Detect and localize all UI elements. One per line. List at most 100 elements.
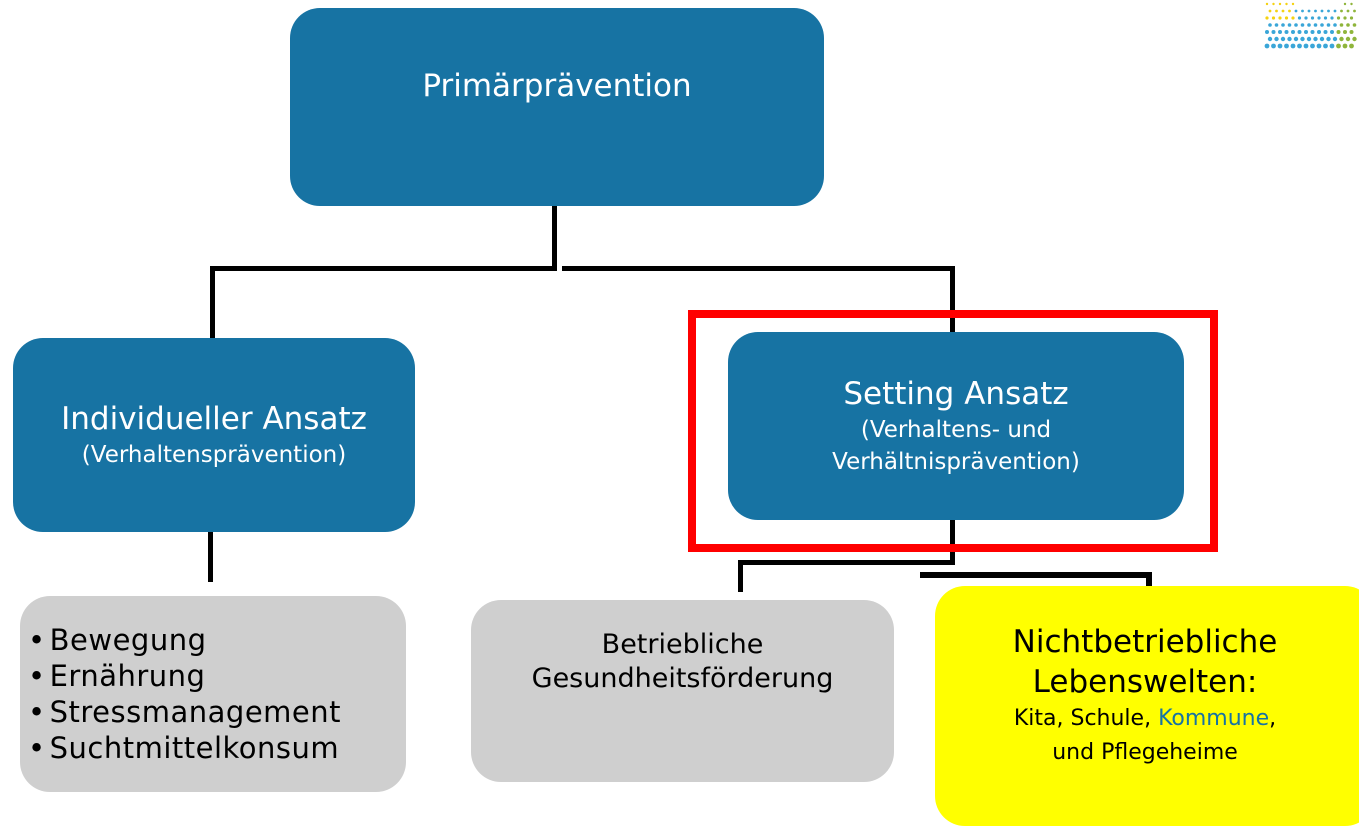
logo-dot xyxy=(1306,36,1312,42)
logo-dot xyxy=(1297,43,1302,49)
logo-dot xyxy=(1310,30,1315,34)
logo-dot xyxy=(1319,36,1325,42)
logo-dot xyxy=(1350,2,1353,6)
logo-dot xyxy=(1288,9,1291,13)
logo-dot xyxy=(1290,43,1296,49)
logo-dot xyxy=(1326,23,1331,27)
logo-dot xyxy=(1271,43,1276,49)
setting-approach-title: Setting Ansatz xyxy=(843,376,1069,412)
logo-dot xyxy=(1291,30,1295,34)
logo-dot xyxy=(1291,2,1295,6)
logo-dot xyxy=(1339,23,1344,27)
logo-dot xyxy=(1320,9,1324,13)
logo-dot xyxy=(1303,43,1309,49)
logo-dot xyxy=(1313,36,1318,42)
logo-dot xyxy=(1333,9,1337,13)
individual-measures-list: Bewegung Ernährung Stressmanagement Such… xyxy=(28,622,341,766)
logo-dot xyxy=(1323,16,1328,20)
logo-dot xyxy=(1346,23,1350,27)
logo-dot xyxy=(1304,16,1308,20)
logo-dot xyxy=(1278,2,1282,6)
individual-approach-title: Individueller Ansatz xyxy=(61,401,367,437)
logo-dot xyxy=(1343,2,1347,6)
logo-dot xyxy=(1301,9,1304,13)
logo-dot xyxy=(1330,30,1334,34)
logo-dot xyxy=(1284,16,1289,20)
logo-dot xyxy=(1345,36,1351,42)
logo-dot xyxy=(1268,23,1272,27)
logo-dot xyxy=(1274,23,1279,27)
logo-dot xyxy=(1349,16,1354,20)
logo-dot xyxy=(1342,43,1348,49)
non-workplace-settings-box: Nichtbetriebliche Lebenswelten: Kita, Sc… xyxy=(935,586,1359,826)
logo-dot xyxy=(1317,30,1321,34)
logo-dot xyxy=(1343,16,1347,20)
logo-dot xyxy=(1349,43,1354,49)
logo-dot xyxy=(1268,9,1272,13)
logo-dot xyxy=(1297,16,1302,20)
setting-approach-subtitle-line1: (Verhaltens- und xyxy=(860,417,1052,443)
logo-dot xyxy=(1317,16,1321,20)
logo-dot xyxy=(1349,30,1354,34)
connector-individual-down xyxy=(208,530,213,582)
logo-dot xyxy=(1281,9,1285,13)
logo-dot xyxy=(1330,16,1334,20)
highlight-frame xyxy=(688,310,1218,552)
connector-right-down xyxy=(950,266,955,334)
workplace-health-box: Betriebliche Gesundheitsförderung xyxy=(471,600,894,782)
logo-dot xyxy=(1304,30,1308,34)
individual-measures-box: Bewegung Ernährung Stressmanagement Such… xyxy=(20,596,406,792)
non-workplace-title-line2: Lebenswelten: xyxy=(1032,664,1258,700)
non-workplace-title-line1: Nichtbetriebliche xyxy=(1012,624,1278,660)
logo-dot xyxy=(1333,23,1337,27)
primary-prevention-title: Primärprävention xyxy=(422,68,692,104)
setting-approach-subtitle-line2: Verhältnisprävention) xyxy=(832,449,1080,475)
connector-horizontal-top-left xyxy=(210,266,557,271)
logo-dot xyxy=(1284,43,1289,49)
logo-dot xyxy=(1313,23,1318,27)
logo-dot xyxy=(1310,43,1315,49)
logo-dot xyxy=(1320,23,1324,27)
logo-dot xyxy=(1271,16,1276,20)
logo-dot xyxy=(1343,30,1347,34)
logo-dot xyxy=(1310,16,1315,20)
logo-dot xyxy=(1287,36,1292,42)
logo-dot xyxy=(1353,9,1356,13)
connector-workplace-down xyxy=(738,560,743,592)
logo-dot xyxy=(1326,36,1331,42)
logo-dot xyxy=(1278,30,1282,34)
logo-dot xyxy=(1329,43,1335,49)
logo-dot xyxy=(1280,36,1286,42)
logo-dot xyxy=(1300,23,1305,27)
logo-dot xyxy=(1336,43,1341,49)
logo-dot xyxy=(1293,36,1299,42)
logo-dot xyxy=(1336,30,1341,34)
list-item: Stressmanagement xyxy=(28,694,341,730)
logo-dot xyxy=(1281,23,1285,27)
logo-dot xyxy=(1332,36,1338,42)
workplace-health-line2: Gesundheitsförderung xyxy=(531,663,834,694)
logo-dot xyxy=(1272,2,1275,6)
logo-dot xyxy=(1336,16,1341,20)
logo-dot xyxy=(1287,23,1292,27)
logo-dot xyxy=(1307,9,1311,13)
logo-dot xyxy=(1339,36,1344,42)
non-workplace-list-part2: , xyxy=(1269,706,1277,731)
non-workplace-list-line2: und Pflegeheime xyxy=(1052,740,1238,765)
individual-approach-box: Individueller Ansatz (Verhaltenspräventi… xyxy=(13,338,415,532)
logo-dot xyxy=(1323,30,1328,34)
logo-dot xyxy=(1277,43,1283,49)
logo-dot xyxy=(1265,16,1269,20)
logo-dot xyxy=(1267,36,1273,42)
setting-approach-box: Setting Ansatz (Verhaltens- und Verhältn… xyxy=(728,332,1184,520)
logo-dot xyxy=(1271,30,1276,34)
logo-dot xyxy=(1323,43,1328,49)
individual-approach-subtitle: (Verhaltensprävention) xyxy=(81,442,347,468)
non-workplace-list-part1: Kita, Schule, xyxy=(1013,706,1159,731)
primary-prevention-box: Primärprävention xyxy=(290,8,824,206)
logo-dot xyxy=(1285,2,1288,6)
logo-dot xyxy=(1294,23,1298,27)
workplace-health-line1: Betriebliche xyxy=(601,629,764,660)
logo-dot xyxy=(1327,9,1330,13)
logo-dot xyxy=(1300,36,1305,42)
